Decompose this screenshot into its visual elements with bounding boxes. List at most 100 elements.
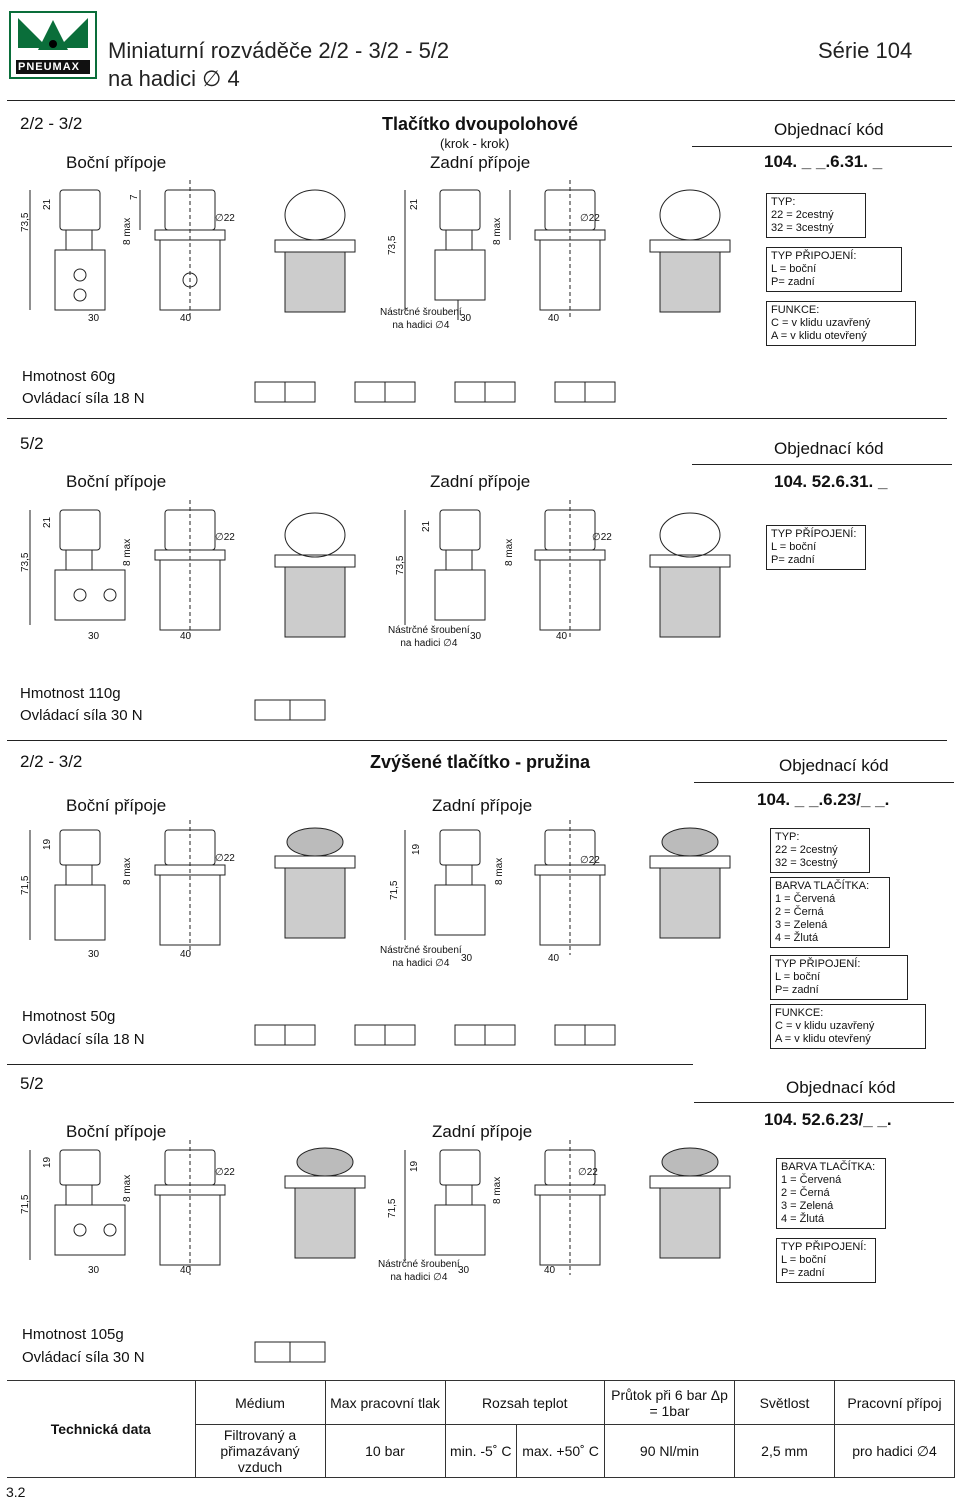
tech-header-medium: Médium [194, 1380, 326, 1425]
dim-30-s2-rear: 30 [470, 631, 482, 642]
section1-side-label: Boční přípoje [66, 153, 167, 172]
section1-subtitle: (krok - krok) [440, 136, 510, 151]
section2-label: 5/2 [20, 434, 44, 453]
dim-8max-s4: 8 max [122, 1174, 133, 1202]
dim-715-s4-rear: 71,5 [387, 1198, 398, 1218]
dim-30-s4-rear: 30 [458, 1265, 470, 1276]
tech-value-temp-min: min. -5˚ C [444, 1424, 518, 1478]
section2-rear-label: Zadní přípoje [430, 472, 531, 491]
dim-d22-s4: ∅22 [215, 1167, 235, 1178]
dim-40-s4-rear: 40 [544, 1265, 556, 1276]
section4-drawings [29, 1140, 731, 1275]
section4-order-label: Objednací kód [786, 1078, 896, 1097]
section4-order-code: 104. 52.6.23/_ _. [764, 1110, 892, 1129]
dim-30-s2: 30 [88, 631, 100, 642]
section3-order-code: 104. _ _.6.23/_ _. [757, 790, 890, 809]
dim-d22: ∅22 [215, 213, 235, 224]
dim-8max-s2-rear: 8 max [504, 538, 515, 566]
dim-7: 7 [129, 194, 140, 200]
tech-value-port: pro hadici ∅4 [834, 1424, 955, 1478]
section3-title: Zvýšené tlačítko - pružina [370, 752, 591, 772]
dim-8max-s4-rear: 8 max [492, 1176, 503, 1204]
section1-order-label: Objednací kód [774, 120, 884, 139]
tech-value-orifice: 2,5 mm [734, 1424, 835, 1478]
tech-value-temp-max: max. +50˚ C [516, 1424, 605, 1478]
tech-header-temp: Rozsah teplot [444, 1380, 605, 1425]
dim-d22-s3-rear: ∅22 [580, 855, 600, 866]
dim-40: 40 [180, 313, 192, 324]
dim-715-s4: 71,5 [20, 1194, 31, 1214]
dim-21-s2: 21 [42, 516, 53, 528]
section1-weight: Hmotnost 60g [22, 368, 116, 385]
dim-30-s3-rear: 30 [461, 953, 473, 964]
tech-value-pressure: 10 bar [324, 1424, 446, 1478]
section3-force: Ovládací síla 18 N [22, 1031, 145, 1048]
header-divider [7, 100, 955, 101]
section2-drawings [29, 500, 731, 640]
dim-735-s2-rear: 73,5 [395, 555, 406, 575]
page-subtitle: na hadici ∅ 4 [108, 66, 240, 91]
section3-weight: Hmotnost 50g [22, 1008, 116, 1025]
dim-8max-s3: 8 max [122, 857, 133, 885]
dim-d22-s3: ∅22 [215, 853, 235, 864]
section3-label: 2/2 - 3/2 [20, 752, 83, 771]
section2-order-label: Objednací kód [774, 439, 884, 458]
tech-header-orifice: Světlost [734, 1380, 835, 1425]
dim-735-s2: 73,5 [20, 552, 31, 572]
tech-header-port: Pracovní přípoj [834, 1380, 955, 1425]
dim-d22-s2: ∅22 [215, 532, 235, 543]
section1-force: Ovládací síla 18 N [22, 390, 145, 407]
section2-side-label: Boční přípoje [66, 472, 167, 491]
dim-8max: 8 max [122, 217, 133, 245]
dim-21-s2-rear: 21 [421, 520, 432, 532]
section1-label: 2/2 - 3/2 [20, 114, 83, 133]
section1-symbols [254, 381, 616, 403]
section2-force: Ovládací síla 30 N [20, 707, 143, 724]
dim-19: 19 [42, 838, 53, 850]
section2-weight: Hmotnost 110g [20, 685, 121, 702]
dim-19-s4-rear: 19 [409, 1160, 420, 1172]
pneumax-logo: PNEUMAX [8, 10, 98, 80]
page-title: Miniaturní rozváděče 2/2 - 3/2 - 5/2 [108, 38, 450, 63]
dim-40-s2: 40 [180, 631, 192, 642]
section3-symbols [254, 1024, 616, 1046]
brand-name: PNEUMAX [18, 61, 81, 73]
dim-30-s4: 30 [88, 1265, 100, 1276]
section4-side-label: Boční přípoje [66, 1122, 167, 1141]
section2-order-code: 104. 52.6.31. _ [774, 472, 888, 491]
dim-8max-s2: 8 max [122, 538, 133, 566]
section1-drawings [29, 180, 731, 320]
section4-symbol [254, 1341, 326, 1363]
dim-715-rear: 71,5 [389, 880, 400, 900]
dim-735: 73,5 [20, 212, 31, 232]
dim-21: 21 [42, 198, 53, 210]
dim-30-s3: 30 [88, 949, 100, 960]
dim-40-s4: 40 [180, 1265, 192, 1276]
dim-19-rear: 19 [411, 843, 422, 855]
dim-19-s4: 19 [42, 1156, 53, 1168]
section4-rear-label: Zadní přípoje [432, 1122, 533, 1141]
dim-40-s3: 40 [180, 949, 192, 960]
dim-8max-s3-rear: 8 max [494, 857, 505, 885]
tech-label: Technická data [7, 1380, 196, 1478]
tech-header-flow: Průtok při 6 bar Δp = 1bar [604, 1380, 735, 1425]
dim-30-rear: 30 [460, 313, 472, 324]
section1-title: Tlačítko dvoupolohové [382, 114, 579, 134]
dim-d22-s4-rear: ∅22 [578, 1167, 598, 1178]
section1-order-code: 104. _ _.6.31. _ [764, 152, 883, 171]
section3-order-label: Objednací kód [779, 756, 889, 775]
tech-header-pressure: Max pracovní tlak [324, 1380, 446, 1425]
dim-d22-s2-rear: ∅22 [592, 532, 612, 543]
